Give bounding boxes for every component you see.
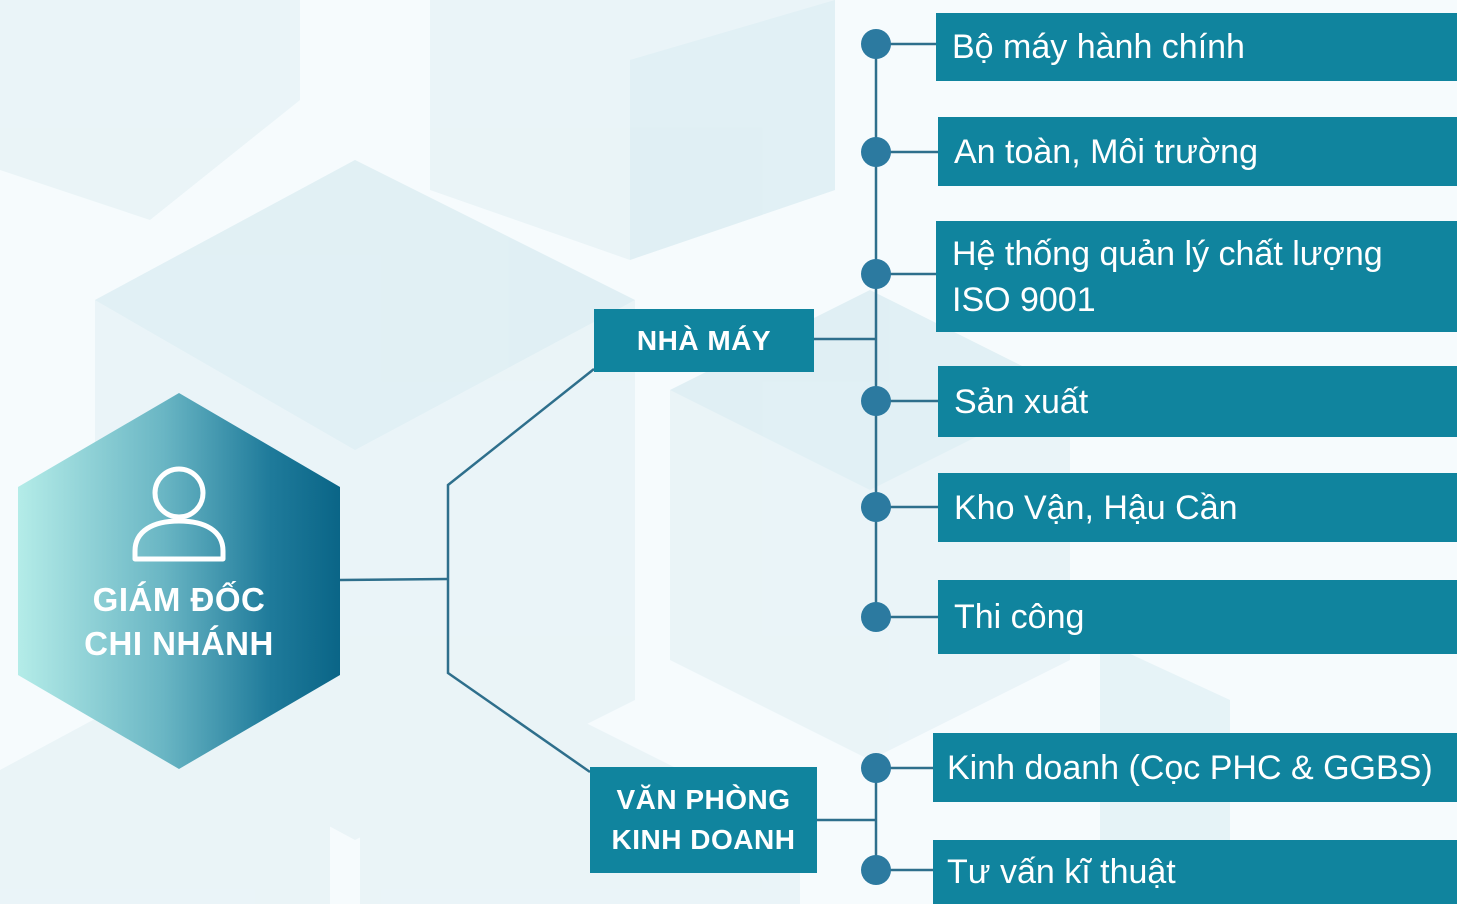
- connector-dot: [861, 492, 891, 522]
- leaf-sales: Kinh doanh (Cọc PHC & GGBS): [933, 733, 1457, 802]
- connector-dot: [861, 259, 891, 289]
- connector-dot: [861, 29, 891, 59]
- split-connector: [446, 368, 595, 774]
- connector-dot: [861, 137, 891, 167]
- connector-dot: [861, 855, 891, 885]
- root-title: GIÁM ĐỐC CHI NHÁNH: [84, 581, 274, 662]
- leaf-safety-environment: An toàn, Môi trường: [938, 117, 1457, 186]
- leaf-construction: Thi công: [938, 580, 1457, 654]
- connector-dot: [861, 753, 891, 783]
- connector-dot: [861, 602, 891, 632]
- leaf-admin: Bộ máy hành chính: [936, 13, 1457, 81]
- leaf-technical-consulting: Tư vấn kĩ thuật: [933, 840, 1457, 904]
- leaf-quality-iso: Hệ thống quản lý chất lượng ISO 9001: [936, 221, 1457, 332]
- connector-dot: [861, 386, 891, 416]
- leaf-logistics: Kho Vận, Hậu Cần: [938, 473, 1457, 542]
- branch-factory: NHÀ MÁY: [594, 309, 814, 372]
- factory-leaf-connector: [876, 42, 938, 619]
- sales-leaf-connector: [876, 766, 933, 872]
- person-icon: [132, 466, 226, 562]
- leaf-production: Sản xuất: [938, 366, 1457, 437]
- root-connector: [339, 577, 449, 582]
- branch-sales-office: VĂN PHÒNG KINH DOANH: [590, 767, 817, 873]
